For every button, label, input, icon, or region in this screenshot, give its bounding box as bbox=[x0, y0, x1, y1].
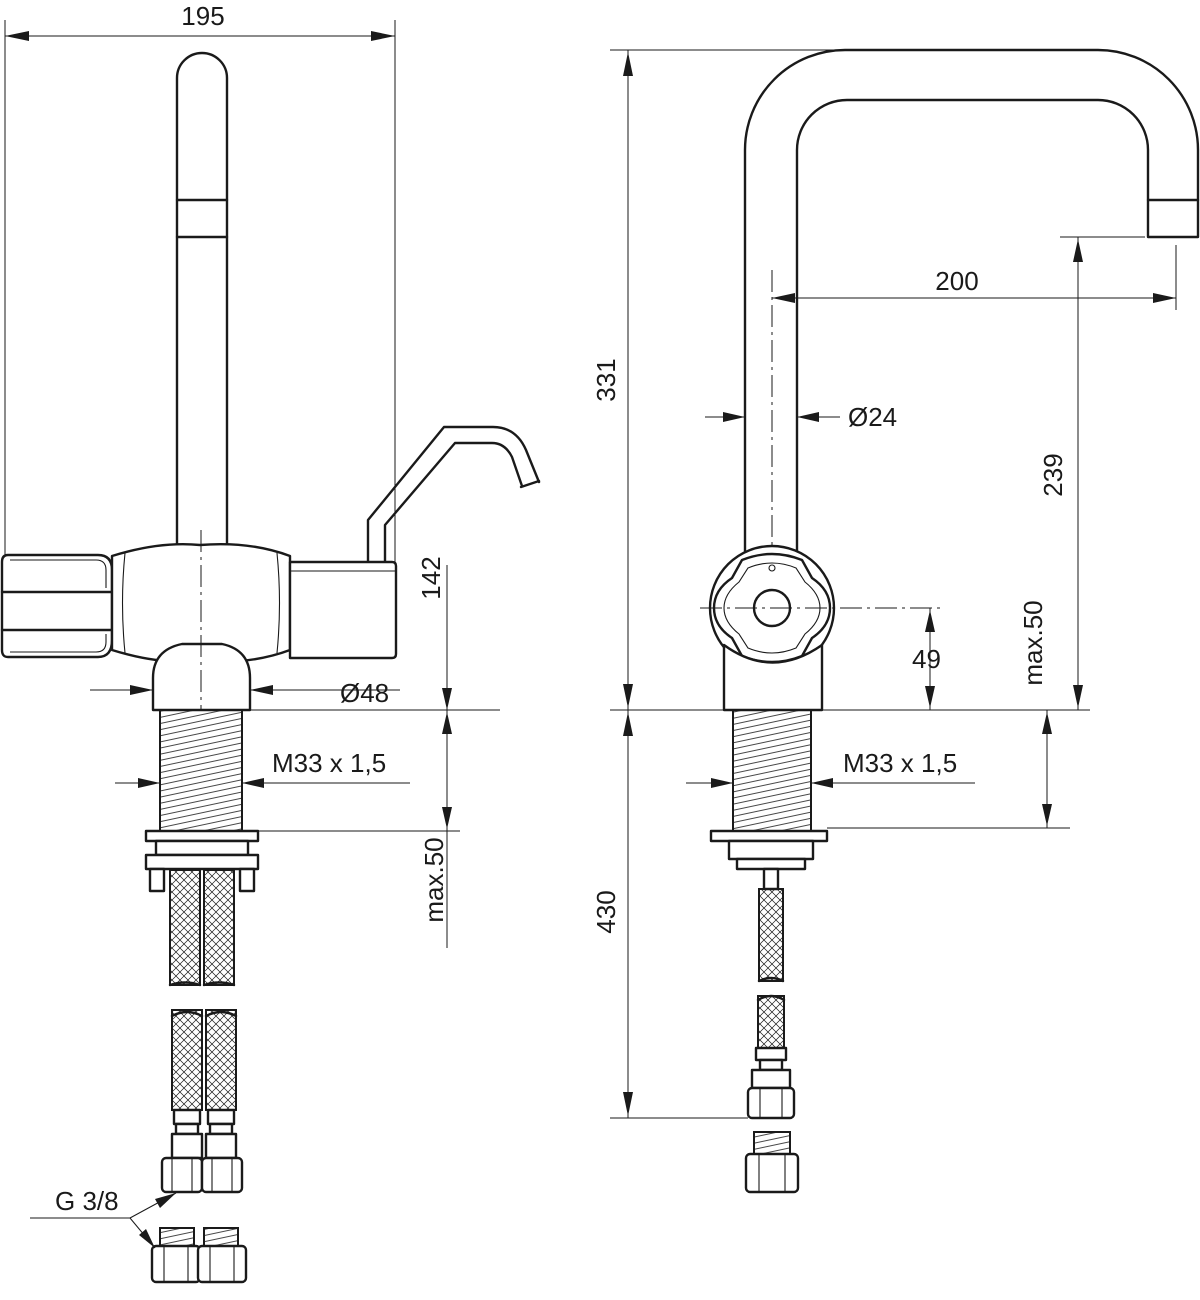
g38-adapter bbox=[744, 1131, 800, 1194]
fixing-nut bbox=[144, 829, 260, 893]
dim-thread-label: M33 x 1,5 bbox=[272, 748, 386, 778]
supply-hoses-lower bbox=[160, 1009, 244, 1194]
threaded-shank bbox=[159, 709, 243, 832]
threaded-shank bbox=[732, 709, 812, 832]
lever-block bbox=[288, 560, 398, 660]
dim-connection-label: G 3/8 bbox=[55, 1186, 119, 1216]
handle-knob bbox=[0, 553, 114, 659]
dim-connection-leader bbox=[30, 1192, 177, 1249]
supply-hose-upper bbox=[757, 888, 785, 983]
body-base bbox=[722, 643, 824, 712]
dim-thread-line bbox=[686, 778, 975, 788]
dim-width-line bbox=[5, 31, 395, 41]
dim-reach-label: 200 bbox=[935, 266, 978, 296]
dim-hose-length-label: 430 bbox=[591, 890, 621, 933]
dim-thread-line bbox=[115, 778, 410, 788]
dim-handle-height-label: 49 bbox=[912, 644, 941, 674]
dim-body-diameter-label: Ø48 bbox=[340, 678, 389, 708]
g38-adapters bbox=[150, 1227, 248, 1284]
dim-max-deck-line bbox=[442, 710, 452, 948]
front-view: 331 200 Ø24 239 4 bbox=[591, 48, 1200, 1194]
dim-total-height-line bbox=[623, 50, 633, 710]
dim-spout-diameter-label: Ø24 bbox=[848, 402, 897, 432]
dim-max-deck-lower-line bbox=[1042, 710, 1052, 828]
side-spout bbox=[366, 425, 541, 567]
dim-thread-label: M33 x 1,5 bbox=[843, 748, 957, 778]
dim-spout-height-line bbox=[1073, 237, 1083, 710]
dim-max-deck-label: max.50 bbox=[419, 837, 449, 922]
side-view: 195 bbox=[0, 1, 541, 1284]
dim-height-body-line bbox=[442, 565, 452, 710]
fixing-nut bbox=[709, 829, 829, 891]
vertical-spout bbox=[175, 51, 229, 550]
supply-hoses-upper bbox=[168, 869, 236, 987]
dim-max-deck-upper-label: max.50 bbox=[1018, 600, 1048, 685]
dim-height-body-label: 142 bbox=[416, 556, 446, 599]
supply-hose-lower bbox=[746, 994, 796, 1120]
dim-reach-line bbox=[772, 245, 1177, 310]
dim-spout-height-label: 239 bbox=[1038, 453, 1068, 496]
dim-hose-length-line bbox=[623, 710, 633, 1118]
spout bbox=[743, 48, 1200, 557]
dim-total-height-label: 331 bbox=[591, 358, 621, 401]
dim-width-label: 195 bbox=[181, 1, 224, 31]
dim-handle-height-line bbox=[925, 608, 935, 710]
dim-spout-diameter-line bbox=[705, 412, 840, 422]
dim-body-diameter-line bbox=[90, 685, 400, 695]
